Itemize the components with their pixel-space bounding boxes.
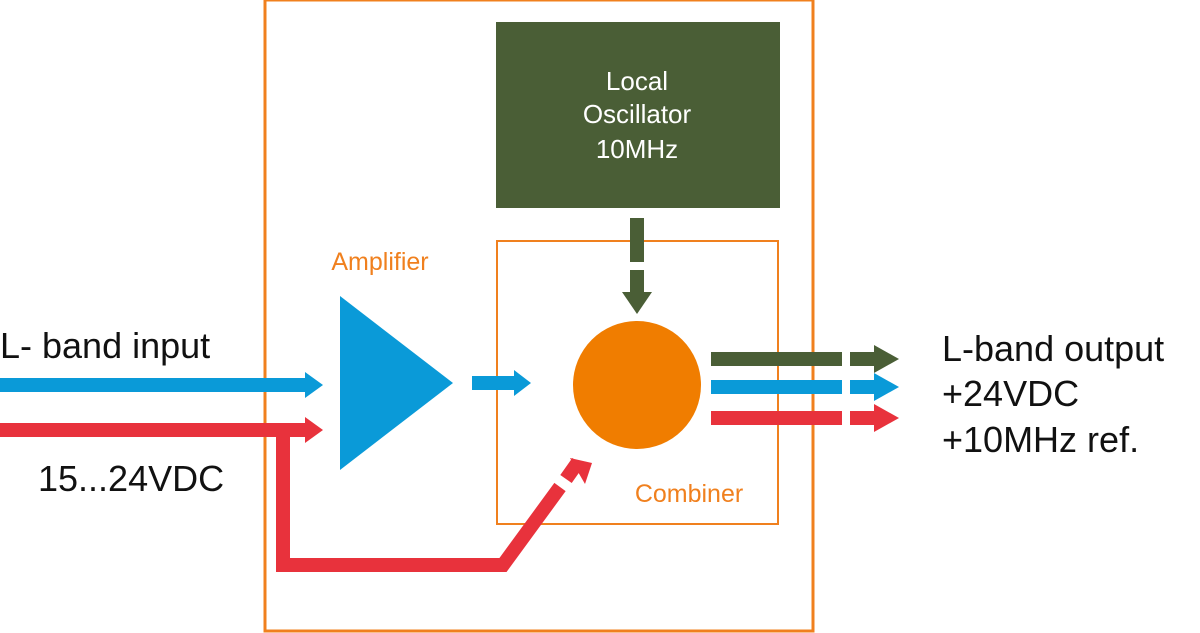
amplifier-to-combiner-arrow [472, 370, 531, 396]
combiner-label: Combiner [635, 480, 743, 508]
output-arrow-green [711, 345, 899, 373]
oscillator-line-3: 10MHz [596, 134, 678, 164]
oscillator-to-combiner-arrow [622, 218, 652, 314]
amplifier-triangle [340, 296, 453, 470]
amplifier-label: Amplifier [331, 248, 428, 276]
oscillator-line-1: Local [606, 66, 668, 96]
oscillator-line-2: Oscillator [583, 99, 692, 129]
local-oscillator-block [496, 22, 780, 208]
lband-input-arrow [0, 372, 323, 398]
module-frame [263, 0, 815, 633]
output-label-2: +24VDC [942, 373, 1079, 414]
combiner-circle [573, 321, 701, 449]
output-arrow-red [711, 404, 899, 432]
lband-input-label: L- band input [0, 325, 210, 366]
power-input-arrow [0, 417, 592, 572]
output-label-3: +10MHz ref. [942, 419, 1139, 460]
output-arrow-blue [711, 373, 899, 401]
power-input-label: 15...24VDC [38, 458, 224, 499]
output-label-1: L-band output [942, 328, 1164, 369]
